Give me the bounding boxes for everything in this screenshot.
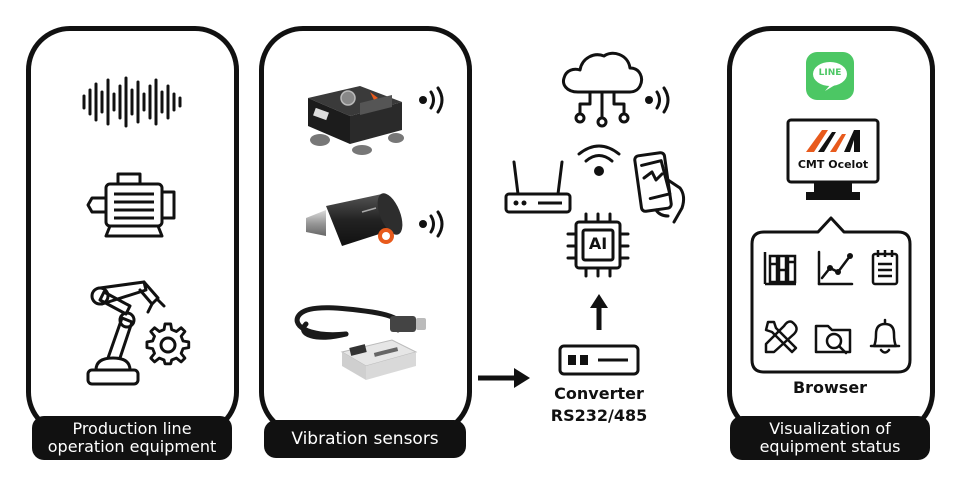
cmt-logo-icon xyxy=(806,130,860,152)
tools-icon xyxy=(764,320,798,354)
bell-icon xyxy=(869,318,901,354)
arrow-right-icon xyxy=(478,368,530,388)
production-label-line1: Production line xyxy=(72,419,192,438)
browser-label: Browser xyxy=(792,378,868,397)
cylindrical-sensor-image xyxy=(306,193,403,246)
line-bubble-icon xyxy=(813,62,847,91)
bar-chart-icon xyxy=(763,252,797,286)
visualization-label: Visualization of equipment status xyxy=(730,416,930,460)
sensors-label-text: Vibration sensors xyxy=(291,429,439,449)
sound-wave-icon xyxy=(82,76,182,128)
wireless-signal-icon xyxy=(419,210,444,238)
wireless-signal-icon xyxy=(645,86,670,114)
gear-icon xyxy=(145,322,191,366)
folder-search-icon xyxy=(814,324,852,355)
production-equipment-label: Production line operation equipment xyxy=(32,416,232,460)
vibration-sensors-label: Vibration sensors xyxy=(264,420,466,458)
wifi-icon xyxy=(577,144,621,176)
monitor-icon xyxy=(786,118,880,200)
converter-title: Converter xyxy=(554,384,644,403)
visualization-label-line2: equipment status xyxy=(759,437,901,456)
wireless-signal-icon xyxy=(419,86,444,114)
robot-arm-icon xyxy=(86,280,166,386)
cloud-icon xyxy=(562,51,644,128)
smartphone-icon xyxy=(633,151,686,224)
production-label-line2: operation equipment xyxy=(47,437,217,456)
line-chart-icon xyxy=(817,250,854,286)
converter-subtitle: RS232/485 xyxy=(550,406,648,425)
square-sensor-image xyxy=(308,86,404,155)
line-app-label: LINE xyxy=(818,68,842,78)
arrow-up-icon xyxy=(590,294,608,330)
router-icon xyxy=(504,160,572,214)
converter-device-icon xyxy=(558,344,640,376)
browser-window xyxy=(750,216,912,374)
notepad-icon xyxy=(871,250,899,286)
cabled-sensor-image xyxy=(294,305,426,380)
monitor-brand: CMT Ocelot xyxy=(797,158,869,171)
electric-motor-icon xyxy=(86,172,176,238)
ai-chip-label: AI xyxy=(588,234,608,253)
ai-chip-icon xyxy=(566,212,630,278)
visualization-label-line1: Visualization of xyxy=(769,419,891,438)
